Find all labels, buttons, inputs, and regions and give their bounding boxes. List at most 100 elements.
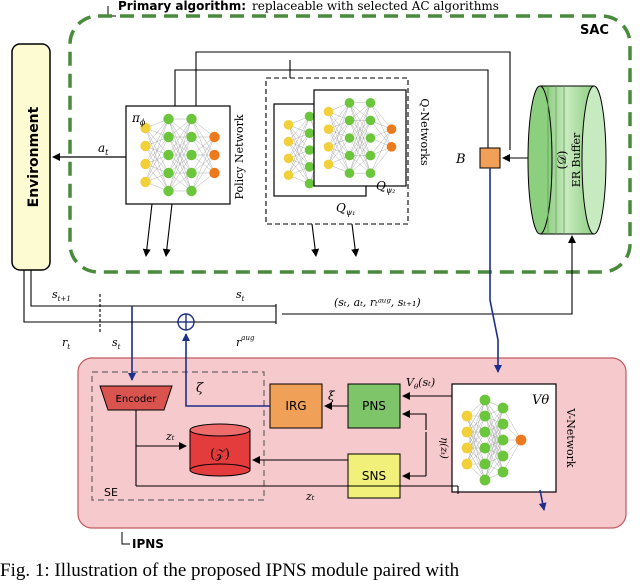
ipns-footer: IPNS <box>121 532 164 551</box>
z-store: (𝒵) <box>189 423 251 477</box>
network-node <box>497 450 509 462</box>
network-node <box>365 115 376 126</box>
zeta-label: ζ <box>196 381 204 396</box>
network-node <box>497 466 509 478</box>
sac-internal-lines <box>142 51 511 257</box>
buffer-symbol: (𝒟) <box>555 151 569 170</box>
network-node <box>386 142 397 152</box>
network-node <box>344 150 355 161</box>
sns-label: SNS <box>362 469 386 483</box>
buffer-label: ER Buffer <box>570 132 583 187</box>
z-store-label: (𝒵) <box>210 447 230 462</box>
z-t-label: zₜ <box>165 430 175 443</box>
network-node <box>497 402 509 414</box>
network-node <box>140 122 151 134</box>
pns-block <box>347 383 401 429</box>
network-node <box>479 474 491 486</box>
network-node <box>304 145 315 155</box>
network-node <box>304 162 315 172</box>
action-label: at <box>98 141 109 157</box>
figure-caption: Fig. 1: Illustration of the proposed IPN… <box>0 560 460 581</box>
environment-label: Environment <box>26 106 42 207</box>
batch-box <box>479 147 501 169</box>
network-node <box>365 168 376 178</box>
q-networks-label: Q-Networks <box>418 98 431 166</box>
network-node <box>479 394 491 406</box>
irg-label: IRG <box>285 399 306 413</box>
er-buffer: (𝒟) ER Buffer <box>527 85 607 235</box>
primary-algorithm-header: Primary algorithm: replaceable with sele… <box>107 0 499 17</box>
eta-label: η(zₜ) <box>438 437 449 459</box>
network-node <box>344 133 355 143</box>
network-node <box>283 120 294 130</box>
z-t-label-bottom: zₜ <box>305 490 315 503</box>
network-node <box>186 167 197 179</box>
network-node <box>365 150 376 161</box>
v-network-symbol: Vθ <box>532 393 549 408</box>
network-node <box>344 98 355 108</box>
policy-symbol: πϕ <box>131 111 146 127</box>
r-t-label: rt <box>62 336 70 351</box>
network-node <box>140 158 151 170</box>
network-node <box>365 133 376 143</box>
sac-region <box>68 14 632 274</box>
s-t-label-bottom: st <box>112 336 121 351</box>
network-node <box>304 178 315 189</box>
network-node <box>461 426 473 438</box>
q1-symbol: Qψ₁ <box>336 201 355 217</box>
network-node <box>163 167 174 179</box>
network-node <box>479 458 491 470</box>
ipns-label: IPNS <box>132 537 164 551</box>
q-network-2 <box>313 89 407 187</box>
transition-tuple: (sₜ, aₜ, rₜᵃᵘᵍ, sₜ₊₁) <box>334 296 421 309</box>
network-node <box>140 140 151 152</box>
network-node <box>186 113 197 125</box>
encoder-block <box>99 385 173 411</box>
policy-network-label: Policy Network <box>233 114 246 199</box>
network-node <box>140 176 151 188</box>
policy-network: πϕ Policy Network <box>125 105 246 205</box>
v-network: Vθ V-Network <box>451 383 577 493</box>
primary-label: Primary algorithm: <box>118 0 246 13</box>
network-node <box>304 128 315 138</box>
policy-network-nodes <box>140 113 220 197</box>
sns-block <box>347 453 401 499</box>
network-node <box>283 153 294 164</box>
network-node <box>497 418 509 430</box>
primary-desc: replaceable with selected AC algorithms <box>252 0 499 13</box>
s-t-label-top: st <box>236 288 245 303</box>
ipns-lines <box>135 392 459 494</box>
network-node <box>323 142 334 152</box>
xi-label: ξ <box>328 389 336 403</box>
network-node <box>323 106 334 117</box>
network-node <box>461 410 473 422</box>
network-node <box>186 185 197 197</box>
network-node <box>479 410 491 422</box>
v-s-label: Vθ(sₜ) <box>406 376 435 391</box>
network-node <box>163 185 174 197</box>
blue-flow-lines <box>128 168 547 511</box>
network-node <box>283 170 294 180</box>
network-node <box>461 458 473 470</box>
network-node <box>386 124 397 134</box>
v-network-label: V-Network <box>564 407 577 468</box>
sac-label: SAC <box>580 23 609 38</box>
network-node <box>163 131 174 143</box>
pns-label: PNS <box>362 399 386 413</box>
network-node <box>186 149 197 161</box>
network-node <box>365 98 376 108</box>
batch-label: B <box>455 152 466 167</box>
network-node <box>209 131 220 143</box>
s-next-label: st+1 <box>52 288 71 303</box>
network-node <box>283 136 294 147</box>
encoder-label: Encoder <box>116 394 158 405</box>
r-aug-label: raug <box>236 334 255 349</box>
network-node <box>163 149 174 161</box>
se-group <box>91 371 265 501</box>
network-node <box>186 131 197 143</box>
network-node <box>209 167 220 179</box>
network-node <box>497 434 509 446</box>
sum-node <box>177 313 195 331</box>
